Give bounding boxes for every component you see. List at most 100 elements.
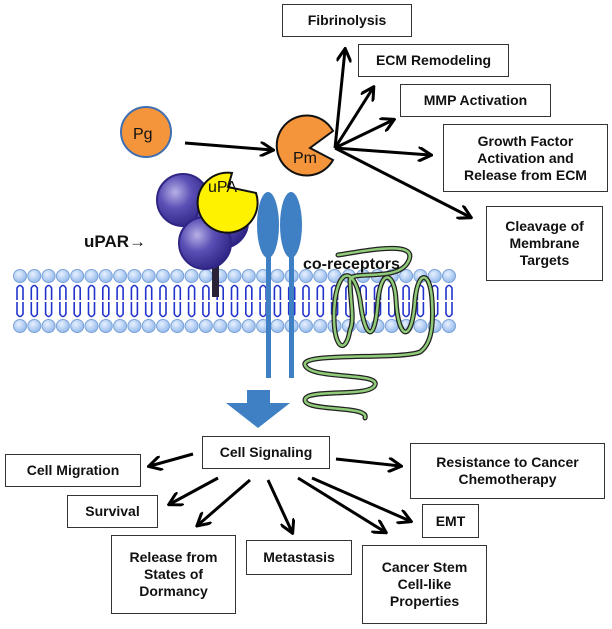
pm-label: Pm: [293, 150, 317, 167]
signaling-arrows: [150, 452, 410, 532]
arrow-to-emt: [311, 476, 410, 521]
activation-arrow: [184, 141, 272, 150]
box-ecm-remodeling: ECM Remodeling: [358, 44, 509, 77]
lipid-head: [442, 269, 456, 283]
co-receptor-2-stalk: [289, 245, 294, 378]
lipid-head: [213, 319, 228, 333]
lipid-tail: [230, 302, 239, 318]
signal-down-arrow: [226, 390, 290, 428]
lipid-tail: [16, 302, 24, 318]
lipid-tail: [44, 284, 53, 300]
lipid-head: [170, 269, 185, 283]
lipid-head: [313, 319, 328, 333]
lipid-tail: [44, 302, 53, 318]
lipid-head: [198, 269, 213, 283]
lipid-head: [98, 269, 113, 283]
lipid-tail: [316, 302, 325, 318]
arrow-to-dormancy: [198, 478, 251, 525]
lipid-tail: [230, 284, 239, 300]
arrow-to-mmp-activation: [334, 120, 393, 150]
lipid-tail: [402, 284, 410, 300]
box-fibrinolysis: Fibrinolysis: [282, 4, 412, 37]
box-growth-factor: Growth Factor Activation and Release fro…: [443, 124, 608, 192]
lipid-head: [198, 319, 213, 333]
lipid-tail: [173, 284, 182, 300]
lipid-tail: [159, 284, 167, 300]
lipid-tail: [202, 284, 210, 300]
arrow-to-cleavage: [334, 146, 470, 217]
lipid-head: [156, 319, 170, 333]
lipid-tail: [73, 302, 81, 318]
box-mmp-activation: MMP Activation: [400, 84, 551, 117]
upa-label: uPA: [208, 179, 237, 196]
lipid-tail: [445, 302, 453, 318]
plasmin: Pm: [275, 114, 335, 177]
lipid-head: [141, 269, 156, 283]
lipid-head: [113, 269, 128, 283]
lipid-tail: [59, 284, 67, 300]
box-cell-migration: Cell Migration: [5, 454, 141, 487]
lipid-head: [227, 269, 242, 283]
lipid-tail: [216, 302, 224, 318]
lipid-head: [313, 269, 328, 283]
lipid-tail: [187, 284, 196, 300]
box-resistance-chemotherapy: Resistance to Cancer Chemotherapy: [410, 443, 605, 499]
lipid-tail: [144, 284, 153, 300]
lipid-head: [442, 319, 456, 333]
lipid-head: [299, 319, 313, 333]
lipid-tail: [187, 302, 196, 318]
co-receptor-1: [257, 192, 279, 258]
lipid-tail: [416, 302, 425, 318]
lipid-tail: [73, 284, 81, 300]
lipid-head: [41, 269, 56, 283]
lipid-head: [184, 269, 199, 283]
lipid-tail: [130, 302, 139, 318]
lipid-head: [98, 319, 113, 333]
lipid-tail: [273, 284, 282, 300]
lipid-head: [299, 269, 313, 283]
membrane-target-protein: [302, 245, 435, 421]
lipid-head: [55, 319, 70, 333]
lipid-head: [84, 319, 99, 333]
lipid-tail: [130, 284, 139, 300]
box-cleavage-membrane-targets: Cleavage of Membrane Targets: [486, 206, 603, 281]
lipid-head: [127, 319, 142, 333]
arrow-to-survival: [170, 476, 219, 504]
lipid-head: [184, 319, 199, 333]
box-release-dormancy: Release from States of Dormancy: [111, 535, 236, 614]
co-receptor-2: [280, 192, 302, 258]
lipid-head: [141, 319, 156, 333]
lipid-head: [13, 269, 27, 283]
lipid-head: [70, 319, 85, 333]
lipid-tail: [116, 302, 124, 318]
lipid-head: [55, 269, 70, 283]
lipid-tail: [30, 284, 39, 300]
upar-label: uPAR→: [84, 232, 147, 251]
box-emt: EMT: [422, 504, 479, 538]
arrow-to-ecm-remodeling: [333, 88, 373, 149]
co-receptors-label: co-receptors: [303, 256, 400, 273]
lipid-tail: [316, 284, 325, 300]
lipid-tail: [116, 284, 124, 300]
lipid-head: [13, 319, 27, 333]
lipid-head: [41, 319, 56, 333]
upar-gpi-anchor: [212, 255, 219, 297]
lipid-head: [227, 319, 242, 333]
lipid-head: [270, 269, 285, 283]
box-metastasis: Metastasis: [246, 540, 352, 575]
arrow-to-metastasis: [266, 479, 292, 532]
lipid-head: [427, 269, 442, 283]
box-cell-signaling: Cell Signaling: [202, 436, 330, 469]
arrow-to-growth-factor: [334, 146, 430, 155]
lipid-tail: [245, 302, 253, 318]
lipid-tail: [359, 284, 367, 300]
lipid-tail: [445, 284, 453, 300]
lipid-tail: [59, 302, 67, 318]
lipid-tail: [259, 302, 267, 318]
lipid-tail: [102, 284, 110, 300]
lipid-tail: [87, 284, 96, 300]
lipid-head: [27, 319, 42, 333]
co-receptors: [257, 192, 302, 378]
lipid-tail: [16, 284, 24, 300]
